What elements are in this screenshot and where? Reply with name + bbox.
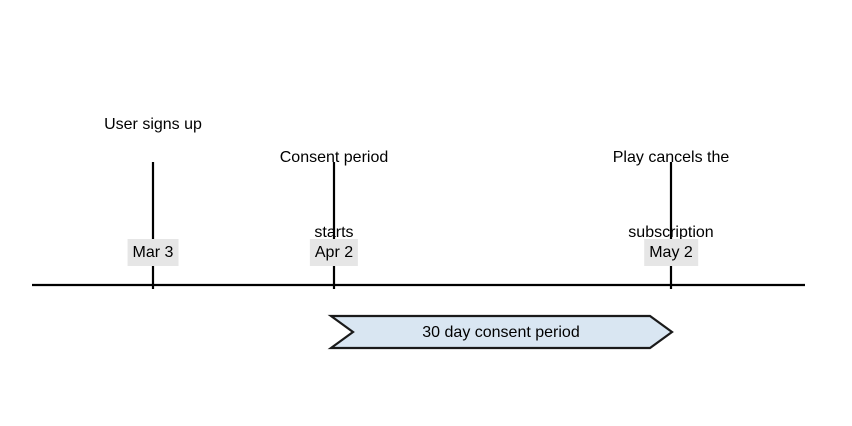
milestone-title-line: Consent period <box>279 149 389 166</box>
milestone-title-play-cancels-the-subscription: Play cancels the subscription <box>613 95 730 295</box>
date-chip-mar-3: Mar 3 <box>127 239 179 266</box>
milestone-title-line: Play cancels the <box>612 149 730 166</box>
consent-period-banner-shape <box>327 314 674 350</box>
date-chip-may-2: May 2 <box>644 239 698 266</box>
milestone-title-line: subscription <box>628 224 714 241</box>
consent-period-banner-label: 30 day consent period <box>422 324 580 341</box>
date-chip-apr-2: Apr 2 <box>309 239 359 266</box>
milestone-title-consent-period-starts: Consent period starts <box>280 95 389 295</box>
milestone-title-user-signs-up: User signs up <box>104 116 202 133</box>
milestone-title-line: starts <box>314 224 354 241</box>
